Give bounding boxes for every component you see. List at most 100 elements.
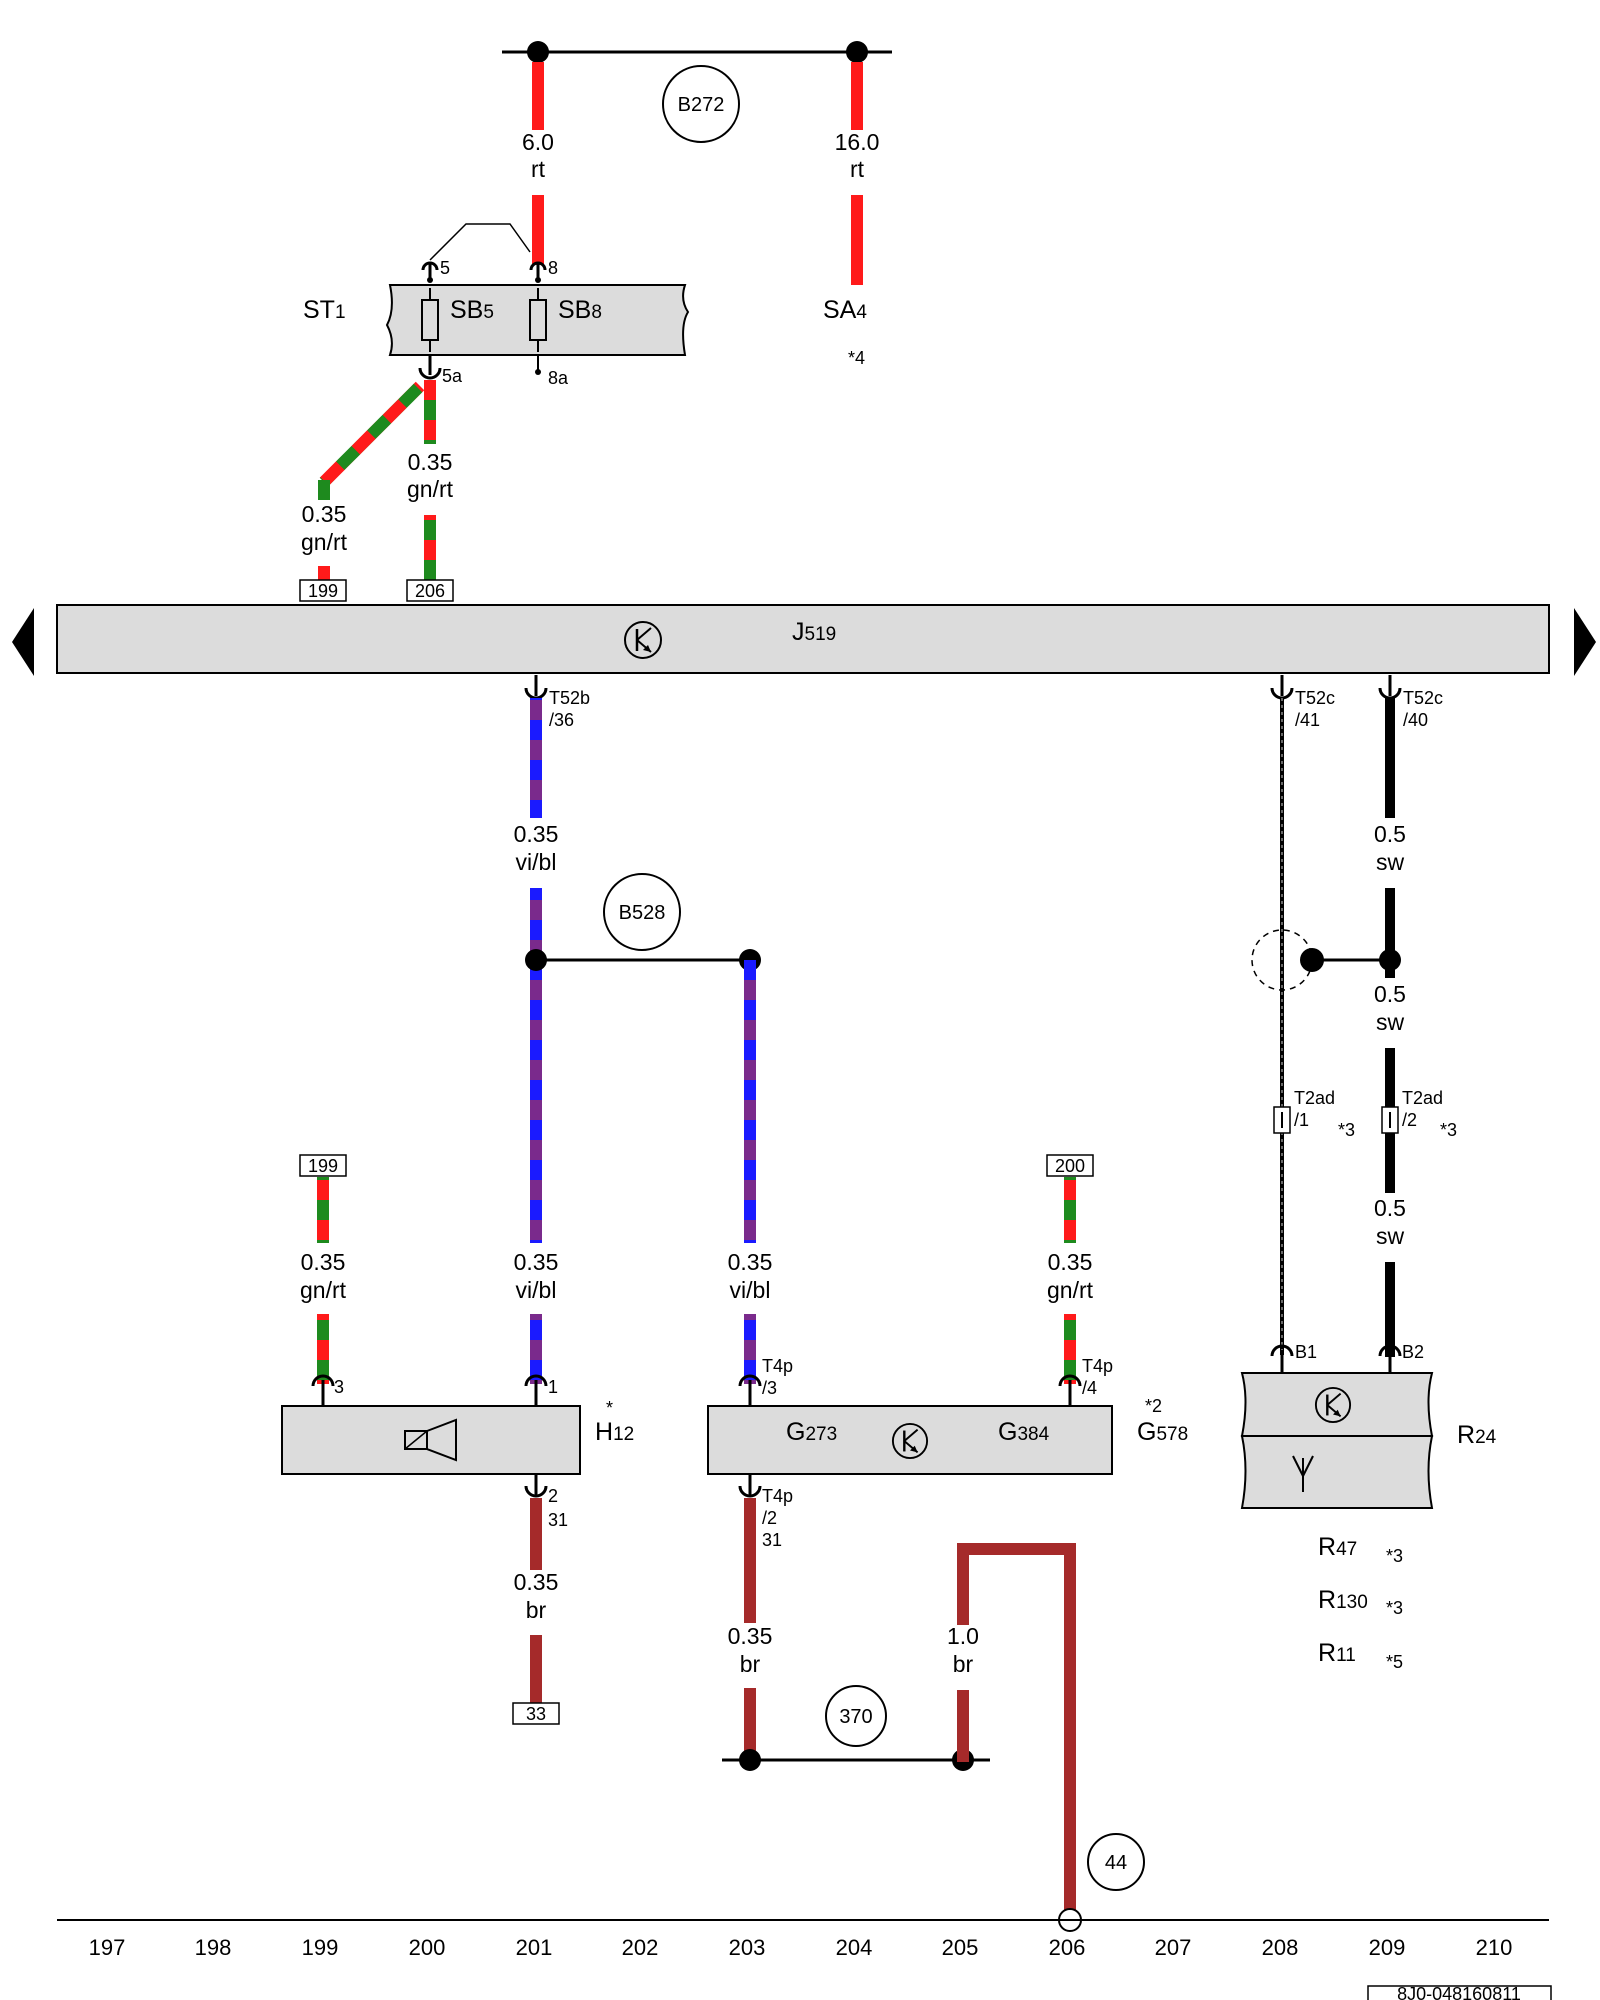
sb8-label: SB8 [558, 296, 602, 324]
j519-pin-t52c41: T52c /41 [1270, 675, 1335, 730]
svg-text:T4p: T4p [1082, 1356, 1113, 1376]
wire-color: br [526, 1597, 547, 1623]
svg-text:/40: /40 [1403, 710, 1428, 730]
wire-h12-br: 0.35 br [514, 1498, 558, 1703]
svg-text:T2ad: T2ad [1294, 1088, 1335, 1108]
grid-number: 204 [836, 1935, 873, 1960]
svg-text:31: 31 [762, 1530, 782, 1550]
grid-number: 207 [1155, 1935, 1192, 1960]
j519-pin-t52b36: T52b /36 [524, 675, 590, 730]
sa4-label: SA4 [823, 296, 867, 324]
b272-bus: B272 [502, 41, 892, 143]
wire-size: 0.5 [1374, 981, 1406, 1007]
g578-note: *2 [1145, 1396, 1162, 1416]
grid-number: 200 [409, 1935, 446, 1960]
wire-g-gnrt: 0.35 gn/rt [1047, 1177, 1094, 1384]
wire-size: 0.5 [1374, 821, 1406, 847]
grid-number: 201 [516, 1935, 553, 1960]
svg-text:/2: /2 [1402, 1110, 1417, 1130]
grid-number: 208 [1262, 1935, 1299, 1960]
page-prev-arrow[interactable] [12, 608, 34, 676]
ref-199-bottom[interactable]: 199 [299, 1154, 347, 1177]
wire-color: br [740, 1651, 761, 1677]
wire-size: 0.5 [1374, 1195, 1406, 1221]
sb5-label: SB5 [450, 296, 494, 324]
b528-splice: B528 [525, 873, 761, 971]
footer-code: 8J0-048160811 [1367, 1984, 1552, 2000]
svg-text:R130: R130 [1318, 1586, 1368, 1614]
svg-text:2: 2 [548, 1486, 558, 1506]
grid-number: 206 [1049, 1935, 1086, 1960]
st1-label: ST1 [303, 296, 346, 324]
svg-text:T4p: T4p [762, 1356, 793, 1376]
wire-color: sw [1376, 849, 1405, 875]
fuse-sb5: SB5 [421, 288, 494, 352]
svg-text:B2: B2 [1402, 1342, 1424, 1362]
component-j519: J519 [12, 604, 1596, 676]
wire-color: gn/rt [301, 529, 348, 555]
grid-number: 202 [622, 1935, 659, 1960]
wire-j519-vibl: 0.35 vi/bl [514, 698, 558, 1243]
st1-pin-5a: 5a [442, 366, 463, 386]
wire-color: gn/rt [407, 476, 454, 502]
wire-size: 0.35 [408, 449, 453, 475]
fuse-sb8: SB8 [529, 288, 602, 352]
g578-label: G578 [1137, 1418, 1188, 1446]
wire-color: gn/rt [300, 1277, 347, 1303]
svg-text:T4p: T4p [762, 1486, 793, 1506]
svg-text:199: 199 [308, 581, 338, 601]
sa4-note: *4 [848, 348, 865, 368]
svg-text:R11: R11 [1318, 1639, 1356, 1667]
ref-200-bottom[interactable]: 200 [1046, 1154, 1094, 1177]
component-r24: B1 B2 R24 [1240, 1342, 1497, 1509]
wire-size: 0.35 [302, 501, 347, 527]
ref-206-top[interactable]: 206 [406, 579, 454, 602]
svg-text:T52c: T52c [1403, 688, 1443, 708]
svg-text:1: 1 [548, 1377, 558, 1397]
wire-color: sw [1376, 1009, 1405, 1035]
component-st1: ST1 5 8 SB5 SB8 5a 8a [303, 223, 690, 388]
grid-number: 203 [729, 1935, 766, 1960]
wire-t52c40-sw: 0.5 sw 0.5 sw 0.5 sw [1300, 698, 1406, 1357]
g384-label: G384 [998, 1418, 1050, 1446]
svg-text:8J0-048160811: 8J0-048160811 [1397, 1984, 1521, 2000]
wire-size: 1.0 [947, 1623, 979, 1649]
b528-label: B528 [619, 902, 666, 924]
b272-node-right [846, 41, 868, 63]
wire-h12-gnrt: 0.35 gn/rt [300, 1177, 347, 1384]
h12-note: * [606, 1398, 613, 1418]
wire-b272-left: 6.0 rt [522, 62, 554, 265]
component-r130: R130 *3 [1318, 1586, 1403, 1618]
svg-text:206: 206 [415, 581, 445, 601]
svg-text:T52c: T52c [1295, 688, 1335, 708]
svg-text:T52b: T52b [549, 688, 590, 708]
svg-text:/2: /2 [762, 1508, 777, 1528]
splice-370-label: 370 [839, 1706, 872, 1728]
r24-label: R24 [1457, 1421, 1497, 1449]
speaker-icon [404, 1418, 457, 1462]
svg-text:R47: R47 [1318, 1533, 1357, 1561]
wire-color: sw [1376, 1223, 1405, 1249]
wire-color: rt [850, 156, 865, 182]
wire-color: vi/bl [730, 1277, 771, 1303]
component-h12: 3 1 H12 * 2 31 [281, 1374, 634, 1530]
wire-size: 0.35 [301, 1249, 346, 1275]
grid-number: 197 [89, 1935, 126, 1960]
wire-ground-br: 1.0 br 44 [947, 1543, 1145, 1932]
page-next-arrow[interactable] [1574, 608, 1596, 676]
svg-text:200: 200 [1055, 1156, 1085, 1176]
svg-text:T2ad: T2ad [1402, 1088, 1443, 1108]
wire-g-vibl: 0.35 vi/bl [728, 960, 772, 1384]
connector-t2ad2: T2ad /2 *3 [1381, 1088, 1457, 1140]
svg-text:33: 33 [526, 1704, 546, 1724]
wire-color: vi/bl [516, 1277, 557, 1303]
ref-199-top[interactable]: 199 [299, 579, 347, 602]
ref-33[interactable]: 33 [512, 1702, 560, 1725]
st1-pin-5: 5 [440, 258, 450, 278]
component-sa4: SA4 *4 [823, 296, 867, 368]
svg-text:/36: /36 [549, 710, 574, 730]
wire-st1-vertical: 0.35 gn/rt [407, 380, 454, 580]
svg-text:*3: *3 [1338, 1120, 1355, 1140]
grid-numbers: 197 198 199 200 201 202 203 204 205 206 … [89, 1935, 1513, 1960]
